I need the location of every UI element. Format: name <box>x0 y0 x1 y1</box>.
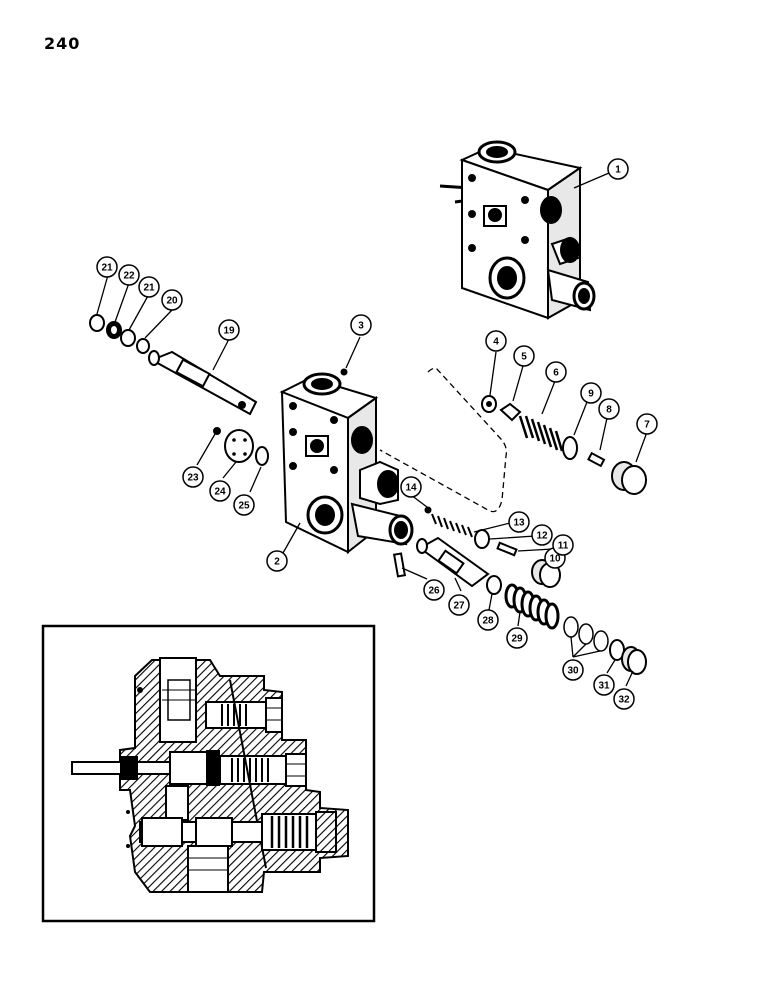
plug-7 <box>611 461 647 495</box>
callout: 30 <box>562 659 584 681</box>
callout: 11 <box>552 534 574 556</box>
svg-text:4: 4 <box>493 337 499 348</box>
svg-text:1: 1 <box>615 165 621 176</box>
svg-text:11: 11 <box>558 541 569 552</box>
ball-3 <box>340 368 348 376</box>
callout: 21 <box>96 256 118 278</box>
callout: 5 <box>513 345 535 367</box>
callout: 24 <box>209 480 231 502</box>
svg-text:21: 21 <box>101 263 113 274</box>
ring-21-right <box>120 329 136 347</box>
callout: 29 <box>506 627 528 649</box>
svg-text:3: 3 <box>358 321 364 332</box>
pin-26 <box>392 552 407 578</box>
svg-text:7: 7 <box>644 420 650 431</box>
svg-text:23: 23 <box>187 473 199 484</box>
svg-text:30: 30 <box>567 666 579 677</box>
svg-text:10: 10 <box>549 554 561 565</box>
spring-13 <box>431 513 473 538</box>
callout: 20 <box>161 289 183 311</box>
pin-8 <box>587 451 606 468</box>
svg-text:5: 5 <box>521 352 527 363</box>
valve-body-2 <box>279 372 414 555</box>
callout: 22 <box>118 264 140 286</box>
spool-27 <box>416 536 490 588</box>
callout: 12 <box>531 524 553 546</box>
callout: 1 <box>607 158 629 180</box>
svg-text:21: 21 <box>143 283 155 294</box>
cross-section-inset <box>41 624 376 923</box>
svg-text:29: 29 <box>511 634 523 645</box>
cap-32 <box>621 646 647 675</box>
assembly-outline-dashed <box>379 367 508 513</box>
valve-body-assembly-1 <box>439 140 596 320</box>
svg-text:8: 8 <box>606 405 612 416</box>
svg-text:32: 32 <box>618 695 630 706</box>
shaft-19 <box>148 350 258 416</box>
callout: 26 <box>423 579 445 601</box>
shims-30 <box>563 616 609 652</box>
callout: 4 <box>485 330 507 352</box>
plug-10 <box>531 559 561 588</box>
ring-25 <box>255 446 269 466</box>
ring-28 <box>486 575 502 595</box>
svg-text:27: 27 <box>453 601 465 612</box>
svg-text:6: 6 <box>553 368 559 379</box>
ring-21-left <box>89 314 105 332</box>
ring-20 <box>136 338 150 354</box>
svg-text:24: 24 <box>214 487 226 498</box>
leader-lines <box>96 172 648 687</box>
svg-text:25: 25 <box>238 501 250 512</box>
pin-11 <box>496 541 518 557</box>
callout: 23 <box>182 466 204 488</box>
svg-text:19: 19 <box>223 326 235 337</box>
callout: 14 <box>400 476 422 498</box>
callout: 27 <box>448 594 470 616</box>
page-number: 240 <box>44 34 81 53</box>
callout: 8 <box>598 398 620 420</box>
callout: 13 <box>508 511 530 533</box>
callout: 32 <box>613 688 635 710</box>
callout: 9 <box>580 382 602 404</box>
svg-text:26: 26 <box>428 586 440 597</box>
callout: 19 <box>218 319 240 341</box>
svg-text:31: 31 <box>598 681 610 692</box>
svg-text:22: 22 <box>123 271 135 282</box>
spring-29 <box>504 583 560 630</box>
svg-text:13: 13 <box>513 518 525 529</box>
ring-9 <box>562 436 578 460</box>
callout: 2 <box>266 550 288 572</box>
callout: 28 <box>477 609 499 631</box>
callout: 31 <box>593 674 615 696</box>
spring-6 <box>518 415 564 452</box>
svg-text:28: 28 <box>482 616 494 627</box>
callout: 6 <box>545 361 567 383</box>
svg-text:20: 20 <box>166 296 178 307</box>
plate-24 <box>224 429 254 463</box>
screw-23 <box>213 427 221 435</box>
callout: 25 <box>233 494 255 516</box>
svg-text:9: 9 <box>588 389 594 400</box>
callout: 3 <box>350 314 372 336</box>
callout-labels: 1 2 3 4 5 6 7 8 9 10 11 12 13 14 19 20 2… <box>96 158 658 710</box>
ring-12 <box>474 529 490 549</box>
svg-text:14: 14 <box>405 483 417 494</box>
svg-text:2: 2 <box>274 557 280 568</box>
poppet-5 <box>499 402 522 422</box>
ball-14 <box>424 506 432 514</box>
callout: 7 <box>636 413 658 435</box>
callout: 21 <box>138 276 160 298</box>
svg-text:12: 12 <box>536 531 548 542</box>
